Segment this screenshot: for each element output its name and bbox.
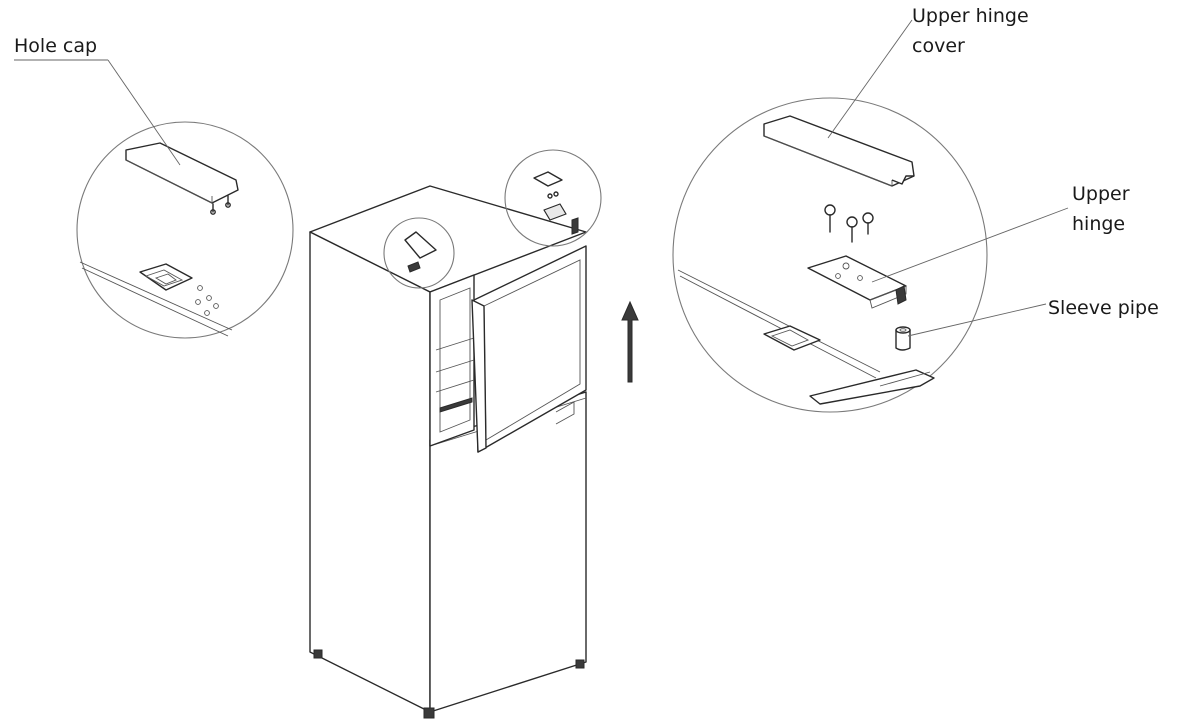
arrow-up-icon bbox=[621, 300, 639, 383]
upper-hinge-detail-view bbox=[672, 19, 1069, 413]
hole-cap-part bbox=[125, 142, 239, 215]
upper-hinge-cover-label-line1: Upper hinge bbox=[912, 5, 1029, 27]
upper-hinge-label-line2: hinge bbox=[1072, 213, 1126, 235]
sleeve-pipe-part bbox=[895, 326, 911, 351]
refrigerator bbox=[309, 185, 587, 719]
hole-cap-detail-view bbox=[14, 59, 294, 339]
sleeve-pipe-label: Sleeve pipe bbox=[1048, 297, 1159, 319]
hinge-screws bbox=[824, 204, 874, 243]
upper-hinge-part bbox=[807, 255, 907, 309]
hole-cap-label: Hole cap bbox=[14, 35, 98, 57]
hole-cap-location-circle bbox=[383, 217, 455, 289]
upper-hinge-location-circle bbox=[504, 149, 602, 247]
upper-hinge-cover-part bbox=[763, 115, 915, 187]
upper-hinge-label-line1: Upper bbox=[1072, 183, 1130, 205]
hinge-socket bbox=[139, 263, 219, 316]
upper-hinge-cover-label-line2: cover bbox=[912, 35, 965, 57]
